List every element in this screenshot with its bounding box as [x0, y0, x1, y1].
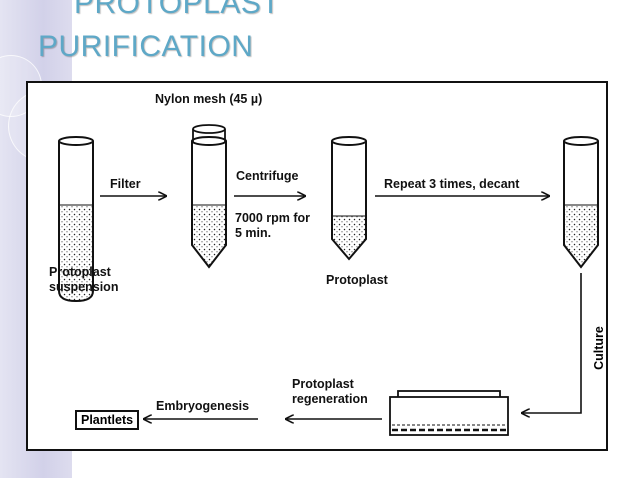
conical-tube-with-mesh: [191, 136, 227, 269]
repeat-label: Repeat 3 times, decant: [384, 177, 520, 191]
suspension-label-line-1: Protoplast: [49, 265, 111, 279]
protoplast-purification-diagram: Nylon mesh (45 µ) Filter Centrifuge 7000…: [26, 81, 608, 451]
nylon-mesh-icon: [192, 124, 226, 143]
diagram-drawing: [58, 124, 599, 436]
culture-label: Culture: [592, 326, 606, 370]
suspension-tube: [58, 136, 94, 303]
nylon-mesh-label: Nylon mesh (45 µ): [155, 92, 263, 106]
regeneration-label-line-1: Protoplast: [292, 377, 354, 391]
speed-label-line-2: 5 min.: [235, 226, 272, 240]
filter-label: Filter: [110, 177, 141, 191]
plantlets-box: Plantlets: [75, 410, 140, 430]
culture-arrow: [522, 273, 582, 413]
regeneration-label-line-2: regeneration: [292, 392, 368, 406]
slide-title-line-2: PURIFICATION: [38, 30, 254, 63]
protoplast-label: Protoplast: [326, 273, 388, 287]
slide-title-line-1: PROTOPLAST: [74, 0, 281, 20]
centrifuge-label: Centrifuge: [236, 169, 299, 183]
embryogenesis-label: Embryogenesis: [156, 399, 250, 413]
culture-dish-icon: [389, 390, 509, 436]
speed-label-line-1: 7000 rpm for: [235, 211, 311, 225]
suspension-label-line-2: suspension: [49, 280, 119, 294]
final-tube: [563, 136, 599, 269]
protoplast-tube: [331, 136, 367, 261]
